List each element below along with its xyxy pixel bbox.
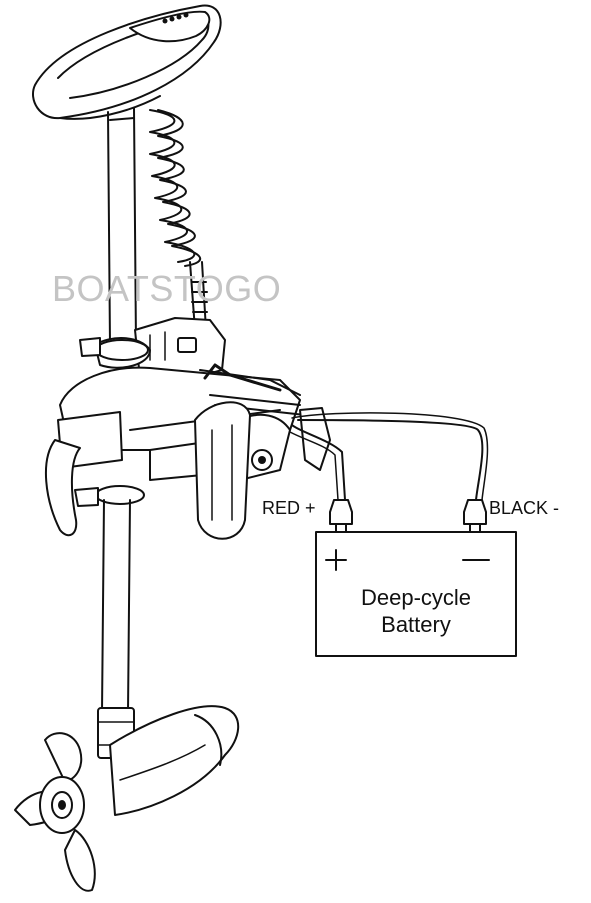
lower-shaft xyxy=(97,499,135,759)
shaft-collar-upper xyxy=(79,337,149,361)
battery-label: Deep-cycle Battery xyxy=(316,584,516,638)
shaft-collar-lower xyxy=(74,485,145,507)
coiled-cable xyxy=(149,109,208,331)
battery-box xyxy=(315,531,517,657)
lever-handle xyxy=(44,439,81,537)
battery-label-line2: Battery xyxy=(381,612,451,637)
propeller xyxy=(14,732,96,892)
positive-lead-label: RED + xyxy=(262,498,316,518)
negative-terminal xyxy=(463,499,487,533)
battery-label-line1: Deep-cycle xyxy=(360,585,472,610)
motor-pod xyxy=(109,705,240,816)
control-head xyxy=(32,4,222,120)
clamp-bracket xyxy=(194,401,331,540)
watermark-text: BOATSTOGO xyxy=(52,268,282,309)
battery-leads xyxy=(289,412,489,501)
positive-terminal xyxy=(329,499,353,533)
upper-shaft xyxy=(107,107,137,346)
negative-lead-label: BLACK - xyxy=(489,498,560,518)
